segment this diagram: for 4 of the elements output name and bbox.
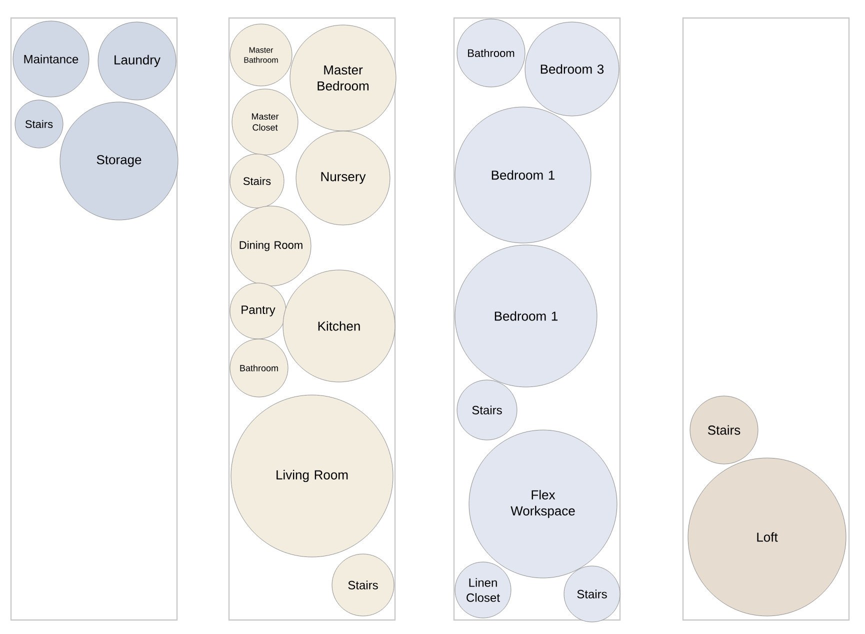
floor-panel (682, 17, 850, 621)
floor-panel (10, 17, 178, 621)
floor-panel (228, 17, 396, 621)
floor-panel (453, 17, 621, 621)
